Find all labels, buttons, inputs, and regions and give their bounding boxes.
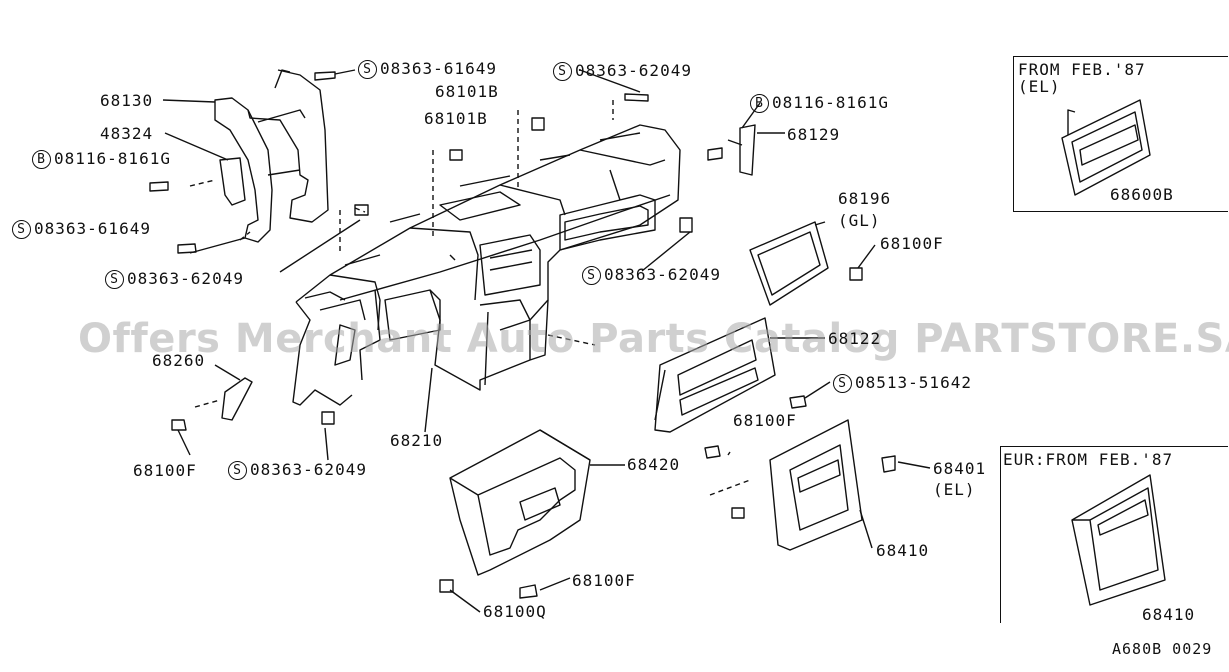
label-68100f-left: 68100F bbox=[133, 461, 197, 480]
part-48324-drawing bbox=[219, 157, 246, 206]
cluster-lid-68420-drawing bbox=[449, 429, 591, 576]
label-68420: 68420 bbox=[627, 455, 681, 474]
panel-68122-drawing bbox=[654, 317, 776, 433]
label-68100f-mid: 68100F bbox=[733, 411, 797, 430]
label-48324: 48324 bbox=[100, 124, 154, 143]
assembly-guide-lines bbox=[189, 100, 751, 496]
label-68196: 68196 bbox=[838, 189, 892, 208]
label-68122: 68122 bbox=[828, 329, 882, 348]
label-68210: 68210 bbox=[390, 431, 444, 450]
s-circle-icon: S bbox=[12, 220, 31, 239]
bracket-68129-drawing bbox=[727, 124, 756, 176]
inset-bottom-part: 68410 bbox=[1142, 605, 1196, 624]
inset-top-title: FROM FEB.'87 bbox=[1018, 60, 1146, 79]
b-circle-icon: B bbox=[32, 150, 51, 169]
inset-bottom-frame bbox=[1000, 446, 1228, 623]
watermark: Offers Merchant Auto Parts Catalog PARTS… bbox=[78, 316, 1229, 362]
label-68100q: 68100Q bbox=[483, 602, 547, 621]
diagram-code: A680B 0029 bbox=[1112, 640, 1213, 658]
bracket-68130-drawing bbox=[214, 69, 329, 243]
bezel-68410-drawing bbox=[769, 419, 863, 551]
inset-top-frame bbox=[1013, 56, 1228, 212]
bezel-68196-drawing bbox=[749, 221, 829, 306]
label-68130: 68130 bbox=[100, 91, 154, 110]
label-68196-gl: (GL) bbox=[838, 211, 881, 230]
dashboard-panel-drawing bbox=[292, 124, 681, 406]
s-circle-icon: S bbox=[833, 374, 852, 393]
inset-top-drawing bbox=[1061, 99, 1151, 196]
label-68101b-a: 68101B bbox=[435, 82, 499, 101]
inset-top-part: 68600B bbox=[1110, 185, 1174, 204]
b-circle-icon: B bbox=[750, 94, 769, 113]
s-circle-icon: S bbox=[553, 62, 572, 81]
screws-drawing bbox=[149, 71, 863, 599]
inset-bottom-drawing bbox=[1071, 474, 1166, 606]
s-circle-icon: S bbox=[228, 461, 247, 480]
inset-bottom-title: EUR:FROM FEB.'87 bbox=[1003, 450, 1174, 469]
s-circle-icon: S bbox=[358, 60, 377, 79]
label-68401-el: (EL) bbox=[933, 480, 976, 499]
label-68100f-right: 68100F bbox=[880, 234, 944, 253]
leader-lines bbox=[162, 69, 931, 613]
label-68129: 68129 bbox=[787, 125, 841, 144]
clip-68401-drawing bbox=[881, 455, 896, 473]
label-68101b-b: 68101B bbox=[424, 109, 488, 128]
label-68260: 68260 bbox=[152, 351, 206, 370]
s-circle-icon: S bbox=[582, 266, 601, 285]
s-circle-icon: S bbox=[105, 270, 124, 289]
inset-top-subtitle: (EL) bbox=[1018, 77, 1061, 96]
label-68401: 68401 bbox=[933, 459, 987, 478]
label-68410: 68410 bbox=[876, 541, 930, 560]
label-68100f-bottom: 68100F bbox=[572, 571, 636, 590]
clip-68260-drawing bbox=[221, 377, 253, 421]
